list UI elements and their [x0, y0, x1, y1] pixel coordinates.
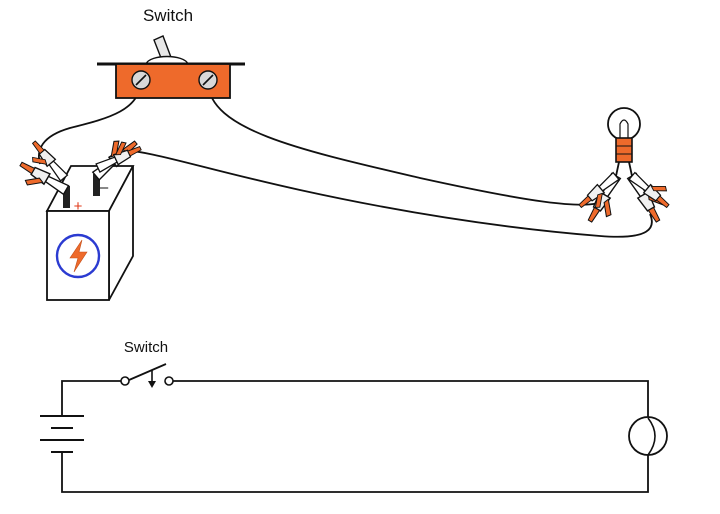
battery-plus-sign: + — [74, 198, 83, 215]
switch-terminal-left — [131, 70, 151, 90]
pictorial-battery: + – — [45, 165, 135, 301]
lamp-lead-right — [628, 161, 633, 177]
schematic-wire-switch-to-lamp — [173, 380, 649, 418]
schematic-wire-battery-to-switch — [61, 380, 121, 416]
schematic-switch-symbol — [120, 363, 174, 388]
switch-terminal-right — [198, 70, 218, 90]
lamp-lead-left — [615, 161, 620, 177]
schematic-switch-label: Switch — [124, 339, 168, 356]
wire-switch-to-lamp — [207, 82, 607, 206]
pictorial-switch: Switch — [97, 6, 245, 99]
schematic-switch-arrow-icon — [148, 381, 156, 388]
wire-battery-to-lamp — [117, 149, 653, 238]
lamp-base — [615, 137, 633, 163]
pictorial-switch-label: Switch — [143, 6, 193, 25]
schematic-diagram: Switch — [40, 339, 668, 493]
schematic-wire-lamp-to-battery — [61, 452, 649, 493]
pictorial-lamp — [607, 107, 641, 177]
lamp-bulb-glass — [607, 107, 641, 141]
lamp-filament — [619, 119, 629, 138]
schematic-switch-contact-right — [164, 376, 174, 386]
battery-positive-post — [63, 186, 70, 208]
schematic-switch-contact-left — [120, 376, 130, 386]
schematic-switch-blade — [128, 363, 167, 381]
battery-negative-post — [93, 174, 100, 196]
lightning-bolt-icon — [55, 233, 101, 279]
schematic-battery-symbol — [40, 415, 84, 453]
schematic-lamp-symbol — [628, 416, 668, 456]
battery-minus-sign: – — [100, 179, 109, 196]
schematic-wires — [61, 380, 649, 493]
